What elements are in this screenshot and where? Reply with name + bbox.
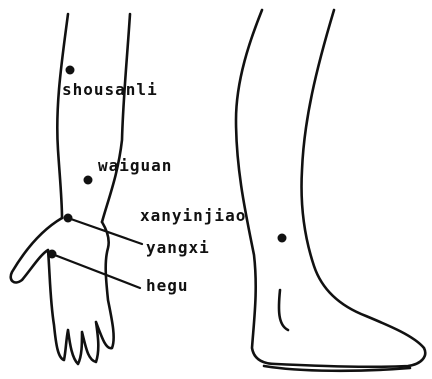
yangxi-label: yangxi [146, 238, 210, 257]
hegu-point [48, 250, 57, 259]
hand-outline [11, 218, 114, 364]
forearm-outer-edge [57, 14, 68, 218]
forearm-inner-edge [102, 14, 130, 222]
waiguan-label: waiguan [98, 156, 172, 175]
waiguan-point [84, 176, 93, 185]
xanyinjiao-point [278, 234, 287, 243]
hegu-leader-line [52, 254, 140, 288]
hegu-label: hegu [146, 276, 189, 295]
leg-front-edge [236, 10, 425, 367]
yangxi-point [64, 214, 73, 223]
yangxi-leader-line [68, 218, 142, 244]
shousanli-label: shousanli [62, 80, 158, 99]
shousanli-point [66, 66, 75, 75]
ankle-bone [279, 290, 288, 330]
xanyinjiao-label: xanyinjiao [140, 206, 246, 225]
